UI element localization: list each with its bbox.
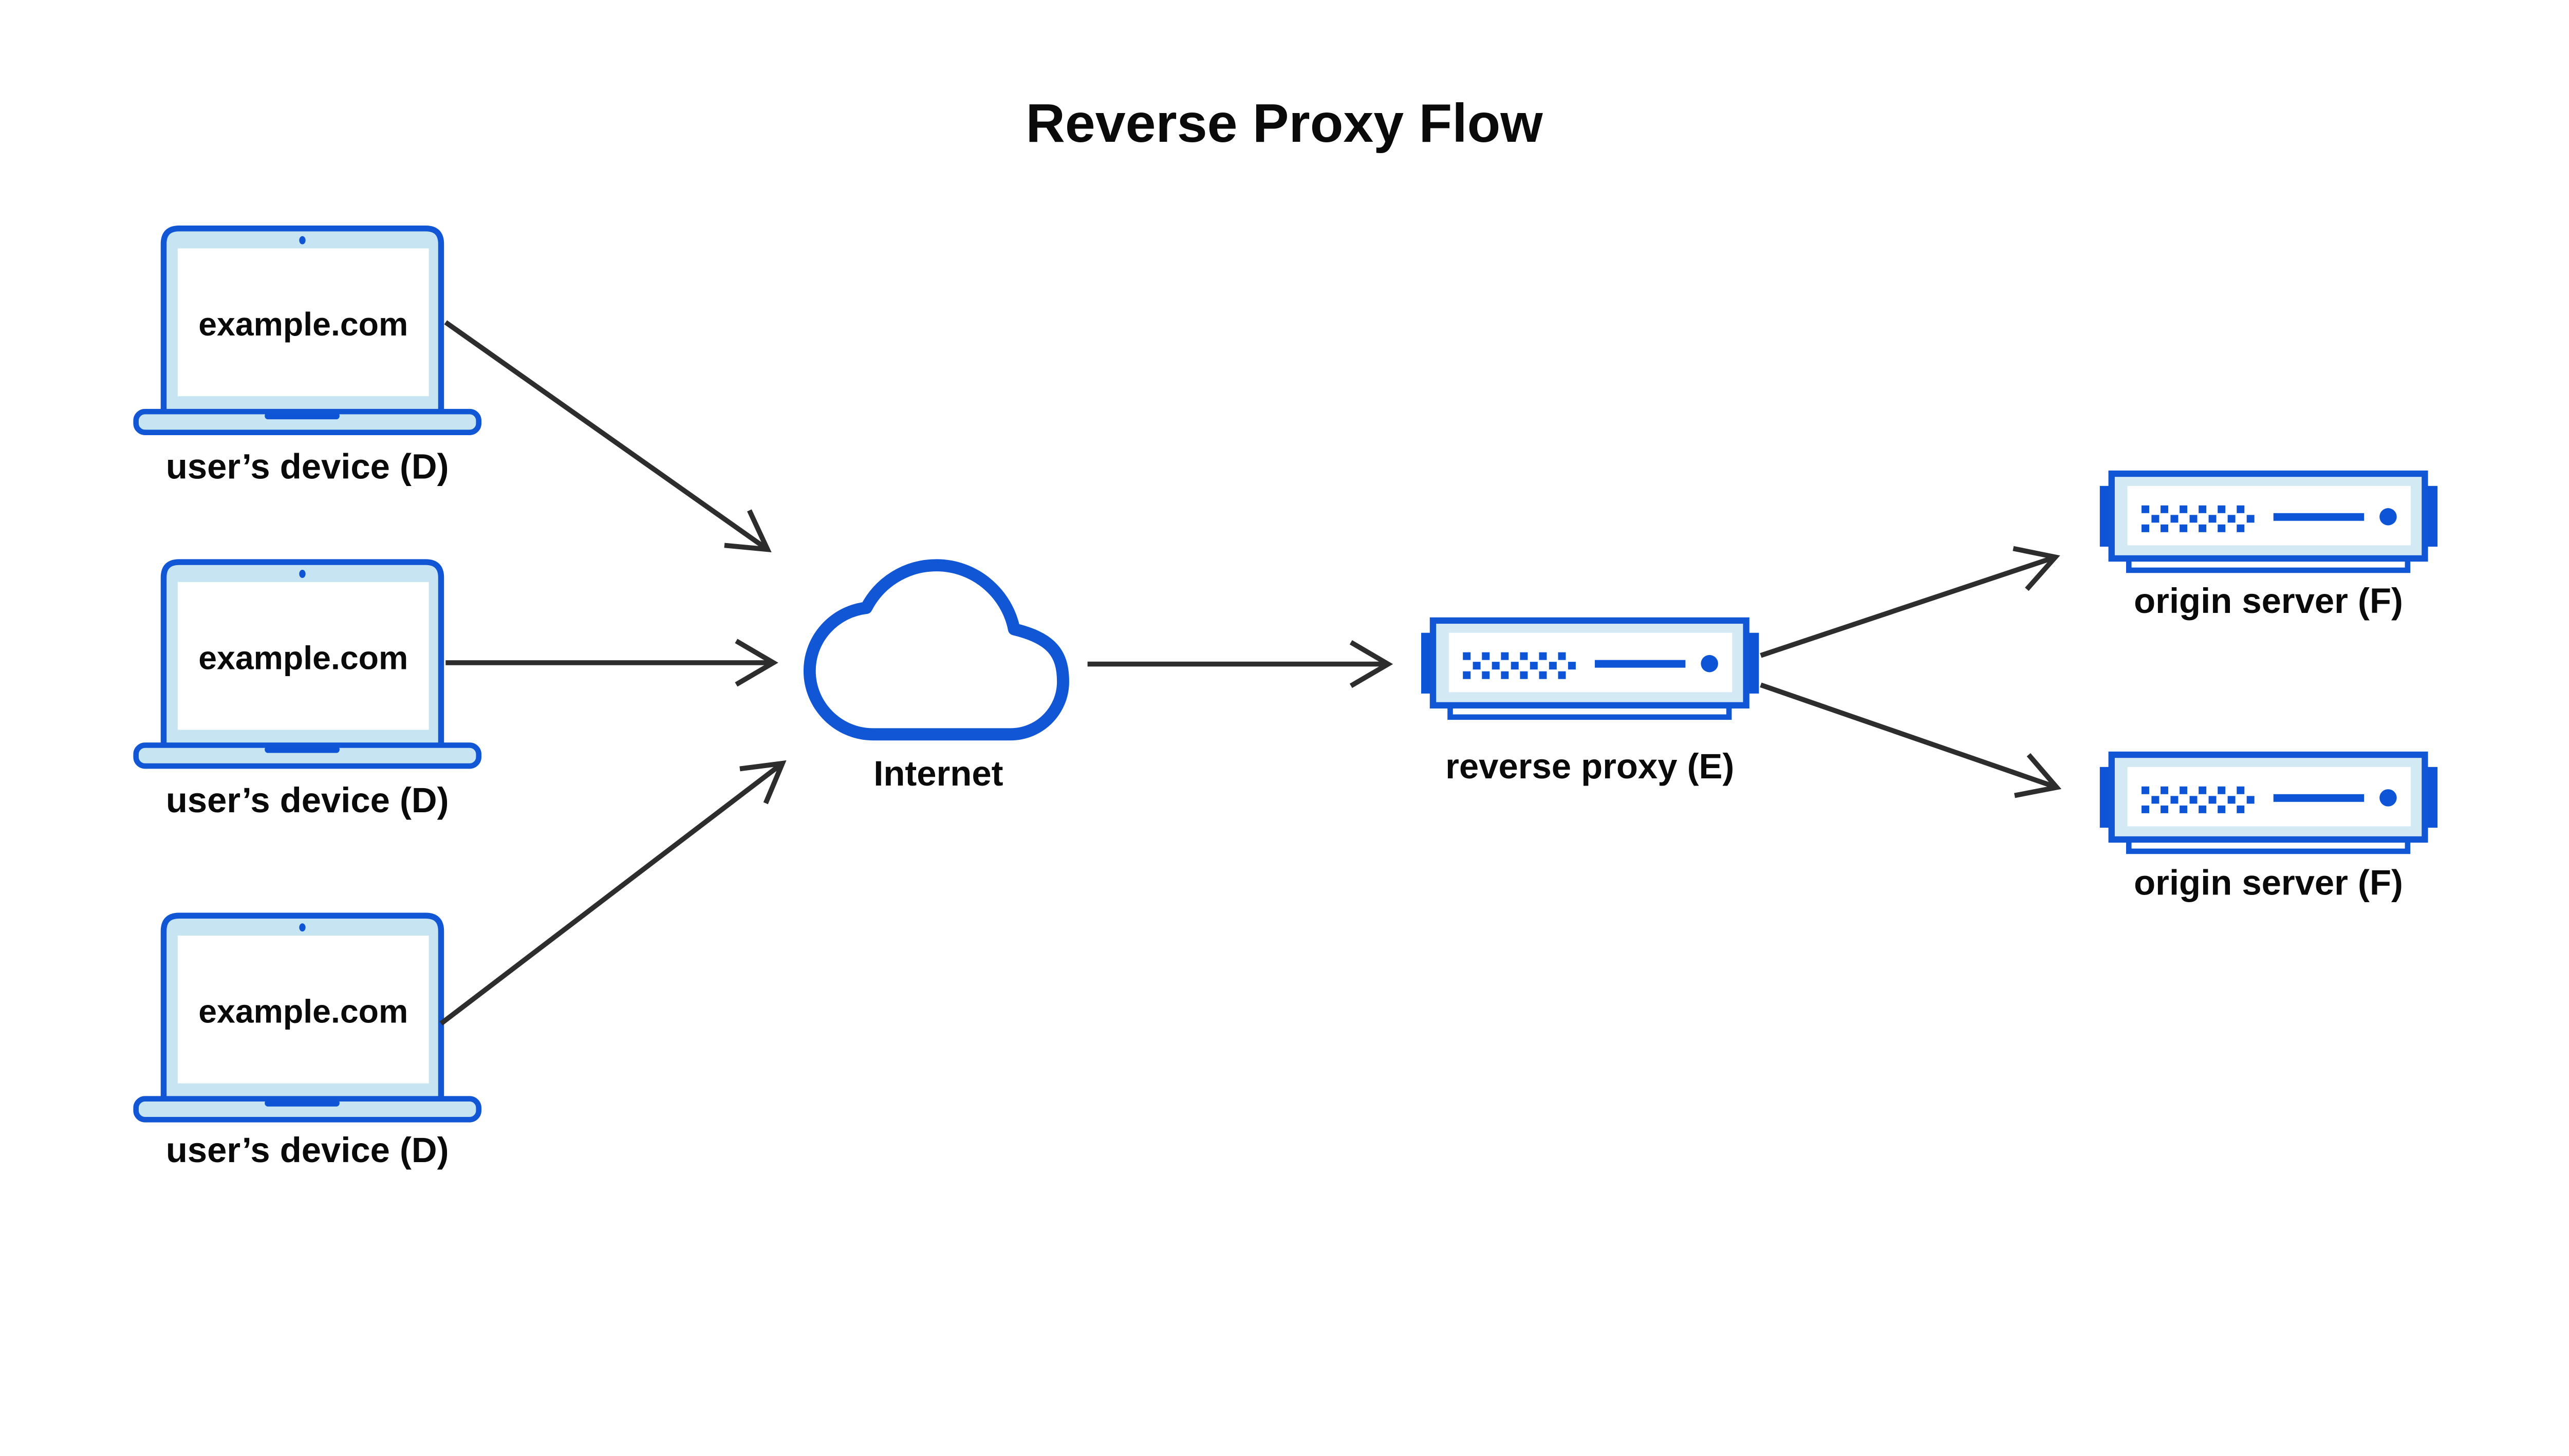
arrowhead-icon [739,760,787,805]
arrow-shaft [439,761,784,1026]
arrow-device3-to-internet [439,760,787,1026]
user-device-2-label: user’s device (D) [166,780,449,820]
server-icon [1421,621,1759,717]
internet: Internet [803,559,1069,793]
arrow-proxy-to-origin2 [1760,682,2062,798]
user-device-3: example.com [136,916,479,1119]
user-device-3-label: user’s device (D) [166,1130,449,1170]
device-screen-text: example.com [198,993,408,1030]
user-device-2: example.com [136,562,479,766]
arrow-shaft [1760,554,2056,658]
arrow-shaft [1760,682,2058,790]
origin-server-1 [2100,474,2437,570]
internet-label: Internet [873,754,1003,793]
arrowhead-icon [1349,640,1393,688]
reverse-proxy [1421,621,1759,717]
arrowhead-icon [2013,546,2060,591]
origin-server-1-label: origin server (F) [2134,581,2403,621]
arrow-shaft [444,320,769,552]
user-device-1: example.com [136,229,479,433]
server-icon [2100,755,2437,851]
origin-server-2-label: origin server (F) [2134,863,2403,903]
arrowhead-icon [2014,753,2062,798]
arrow-device1-to-internet [444,320,772,552]
reverse-proxy-flow-diagram: Reverse Proxy Flow example.com user’s de… [133,93,2441,1170]
arrow-proxy-to-origin1 [1760,546,2060,658]
arrow-device2-to-internet [445,639,778,687]
user-device-1-label: user’s device (D) [166,447,449,487]
device-screen-text: example.com [198,639,408,676]
cloud-icon [803,559,1069,741]
reverse-proxy-label: reverse proxy (E) [1445,746,1734,786]
arrowhead-icon [735,639,778,687]
server-icon [2100,474,2437,570]
device-screen-text: example.com [198,306,408,343]
page-title: Reverse Proxy Flow [1026,93,1543,154]
arrowhead-icon [724,509,772,552]
origin-server-2 [2100,755,2437,851]
arrow-internet-to-proxy [1087,640,1393,688]
